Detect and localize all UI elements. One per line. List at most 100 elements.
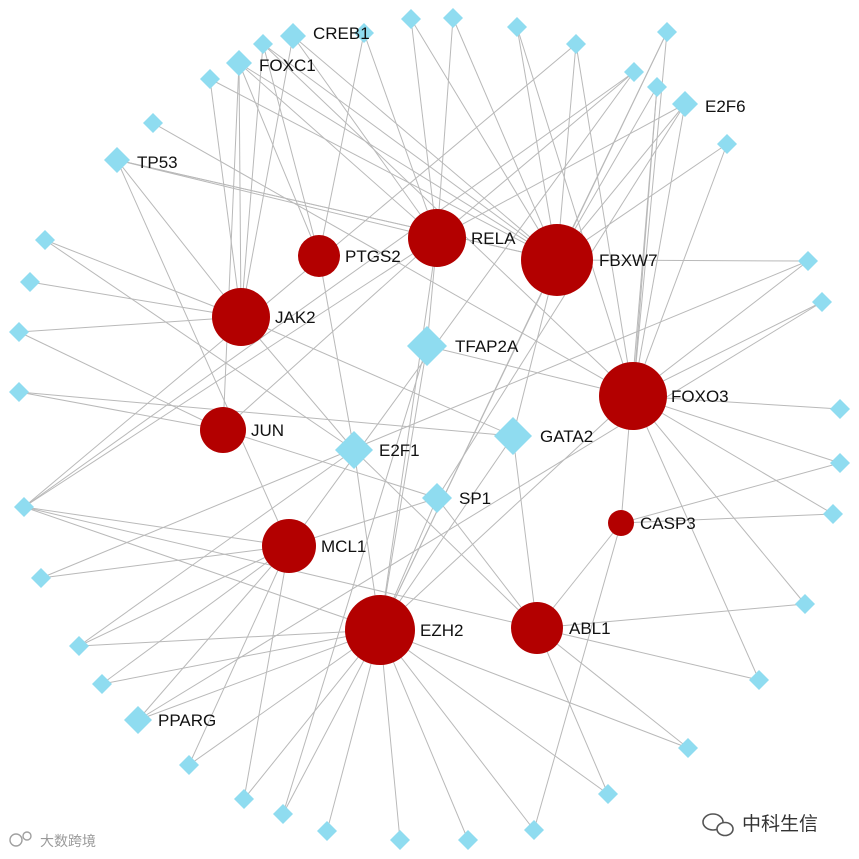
edge-rela-foxc1 <box>238 62 438 239</box>
hub-label-foxo3: FOXO3 <box>671 387 729 406</box>
tf-node-unlabeled <box>749 670 769 690</box>
hub-node-rela <box>408 209 466 267</box>
edge-ezh2-gata2 <box>379 435 514 631</box>
tf-node-unlabeled <box>69 636 89 656</box>
edge-ezh2-a21 <box>78 629 381 647</box>
tf-node-unlabeled <box>253 34 273 54</box>
watermark-right: 中科生信 <box>702 813 818 837</box>
edge-jak2-creb1 <box>240 35 294 318</box>
edge-a18-a3 <box>23 43 577 508</box>
tf-node-unlabeled <box>273 804 293 824</box>
tf-node-unlabeled <box>458 830 478 850</box>
edge-jun-a11 <box>18 331 224 431</box>
edge-foxo3-a7 <box>152 122 634 397</box>
tf-node-e2f6 <box>672 91 698 117</box>
tf-node-unlabeled <box>143 113 163 133</box>
edge-ptgs2-a35 <box>262 43 320 257</box>
edge-jak2-a11 <box>18 316 242 333</box>
edge-mcl1-a18 <box>23 506 290 547</box>
edge-ezh2-a25 <box>188 629 381 766</box>
tf-label-foxc1: FOXC1 <box>259 56 316 75</box>
edge-abl1-a24 <box>536 627 689 749</box>
tf-node-unlabeled <box>717 134 737 154</box>
tf-node-unlabeled <box>179 755 199 775</box>
edge-rela-tp53 <box>116 159 438 239</box>
edge-a19-a13 <box>40 260 809 579</box>
edge-fbxw7-a13 <box>556 259 809 262</box>
edge-pparg-a14 <box>137 301 823 721</box>
edge-ptgs2-a34 <box>318 32 365 257</box>
edge-a33-ezh2 <box>379 31 668 631</box>
tf-node-unlabeled <box>798 251 818 271</box>
edge-abl1-sp1 <box>436 497 538 629</box>
tf-node-unlabeled <box>657 22 677 42</box>
tf-node-unlabeled <box>812 292 832 312</box>
edge-foxo3-e2f6 <box>632 103 686 397</box>
edge-casp3-a31 <box>533 522 622 831</box>
tf-node-unlabeled <box>31 568 51 588</box>
edge-rela-a18 <box>23 237 438 508</box>
edge-casp3-a17 <box>620 513 834 524</box>
edge-mcl1-tp53 <box>116 159 290 547</box>
edge-mcl1-pparg <box>137 545 290 721</box>
edge-e2f1-a21 <box>78 449 355 647</box>
tf-node-sp1 <box>422 483 452 513</box>
tf-node-unlabeled <box>823 504 843 524</box>
edge-mcl1-a22 <box>101 545 290 685</box>
edge-fbxw7-a6 <box>209 78 558 261</box>
edge-foxo3-a13 <box>632 260 809 397</box>
tf-node-unlabeled <box>598 784 618 804</box>
edge-jak2-gata2 <box>240 316 514 437</box>
edge-ezh2-a32 <box>379 629 609 795</box>
edge-jun-sp1 <box>222 429 438 499</box>
edge-foxo3-a16 <box>632 395 841 464</box>
tf-node-tp53 <box>104 147 130 173</box>
edge-foxo3-a14 <box>632 301 823 397</box>
edge-foxo3-a17 <box>632 395 834 515</box>
edge-foxo3-ezh2 <box>379 395 634 631</box>
edge-rela-a34 <box>363 32 438 239</box>
tf-node-unlabeled <box>9 382 29 402</box>
edge-jak2-a35 <box>240 43 264 318</box>
tf-label-tfap2a: TFAP2A <box>455 337 519 356</box>
tf-node-creb1 <box>280 23 306 49</box>
edge-foxo3-a15 <box>632 395 841 410</box>
edge-rela-e2f6 <box>436 103 686 239</box>
tf-node-unlabeled <box>830 453 850 473</box>
edge-a4-mcl1 <box>288 71 635 547</box>
edge-foxo3-tfap2a <box>426 345 634 397</box>
tf-node-unlabeled <box>92 674 112 694</box>
tf-label-gata2: GATA2 <box>540 427 593 446</box>
tf-node-foxc1 <box>226 50 252 76</box>
edge-tp53-fbxw7 <box>116 159 558 261</box>
edge-foxo3-a2 <box>516 26 634 397</box>
tf-node-unlabeled <box>354 23 374 43</box>
tf-label-tp53: TP53 <box>137 153 178 172</box>
tf-node-unlabeled <box>795 594 815 614</box>
tf-node-pparg <box>124 706 152 734</box>
watermark-right-text: 中科生信 <box>742 813 818 835</box>
tf-node-gata2 <box>494 417 532 455</box>
tf-label-sp1: SP1 <box>459 489 491 508</box>
edge-abl1-a20 <box>536 603 806 629</box>
edge-a18-a4 <box>23 71 635 508</box>
hub-label-jak2: JAK2 <box>275 308 316 327</box>
edge-casp3-a5 <box>620 86 658 524</box>
edge-abl1-a23 <box>536 627 760 681</box>
edge-abl1-e2f1 <box>353 449 538 629</box>
edge-ezh2-a31 <box>379 629 535 831</box>
tf-node-unlabeled <box>524 820 544 840</box>
edge-rela-creb1 <box>292 35 438 239</box>
hub-node-jak2 <box>212 288 270 346</box>
edge-mcl1-a19 <box>40 545 290 579</box>
edge-a27-tfap2a <box>282 345 428 815</box>
hub-node-ptgs2 <box>298 235 340 277</box>
edge-ezh2-a24 <box>379 629 689 749</box>
edge-mcl1-a26 <box>243 545 290 800</box>
hub-node-ezh2 <box>345 595 415 665</box>
hub-node-foxo3 <box>599 362 667 430</box>
edge-fbxw7-a2 <box>516 26 558 261</box>
tf-label-e2f6: E2F6 <box>705 97 746 116</box>
edge-foxo3-a23 <box>632 395 760 681</box>
